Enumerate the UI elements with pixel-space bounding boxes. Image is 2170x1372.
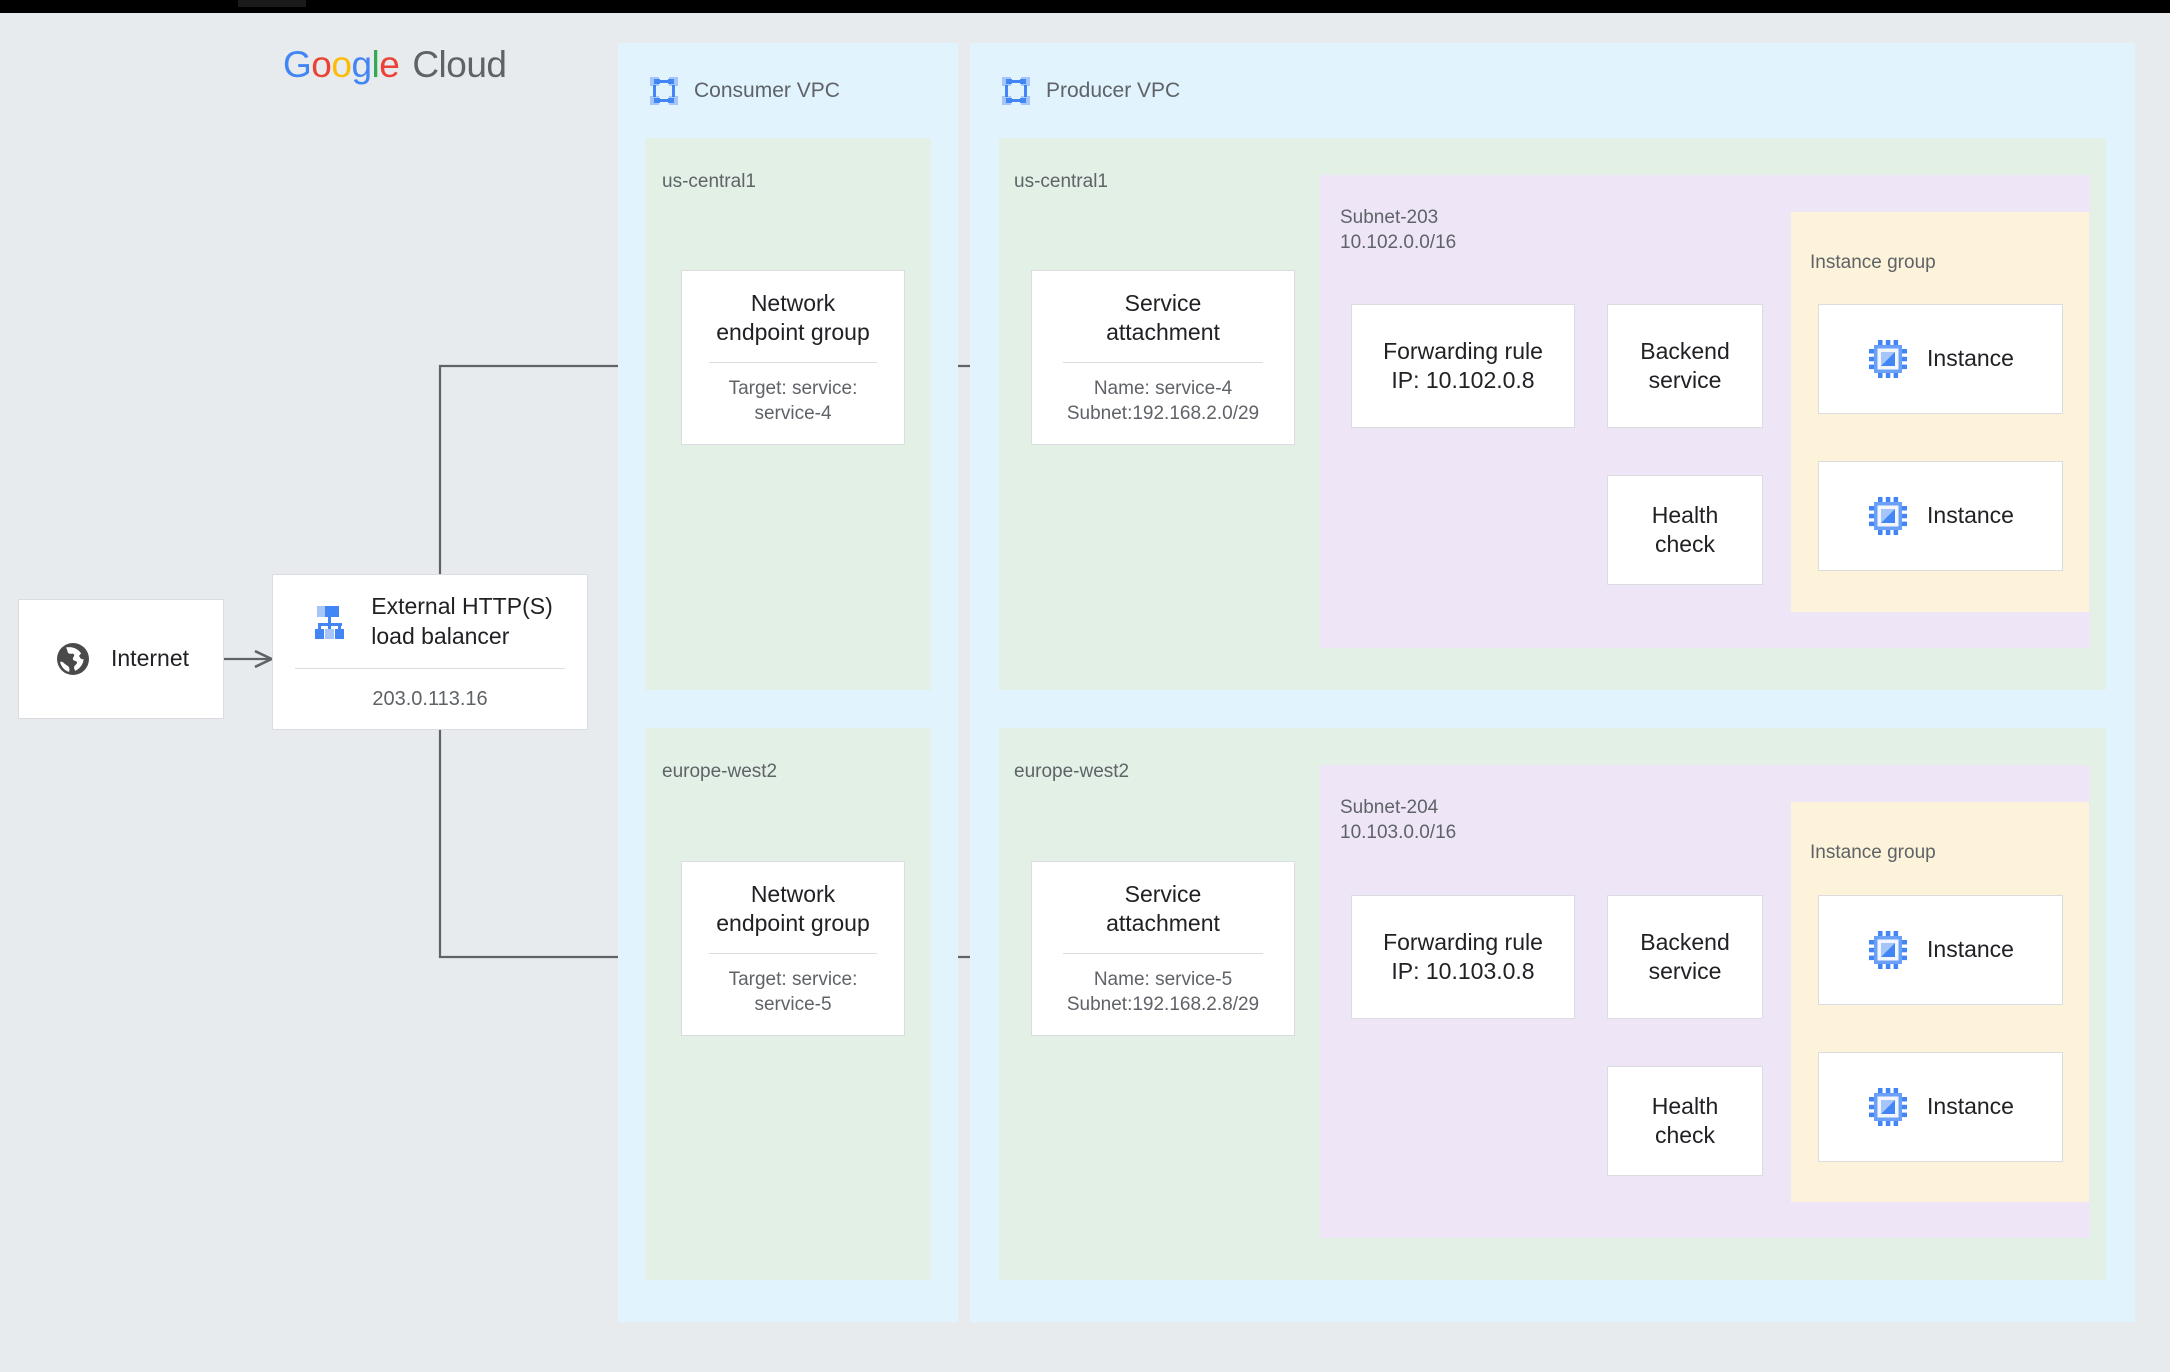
instance-chip-icon: [1867, 929, 1909, 971]
consumer-region-2-label: europe-west2: [662, 761, 778, 782]
sa-1-subtitle: Name: service-4 Subnet:192.168.2.0/29: [1066, 377, 1260, 424]
producer-region-1-label: us-central1: [1014, 171, 1108, 192]
lb-card-top: External HTTP(S) load balancer: [273, 575, 587, 668]
consumer-region-1-label: us-central1: [662, 171, 756, 192]
instance-card-2[interactable]: Instance: [1818, 461, 2063, 571]
instance-2-label: Instance: [1927, 502, 2014, 529]
consumer-vpc-header: Consumer VPC: [648, 75, 840, 107]
sa-1-title-line1: Service: [1124, 289, 1202, 316]
load-balancer-card[interactable]: External HTTP(S) load balancer 203.0.113…: [272, 574, 588, 730]
logo-letter-o2: o: [331, 44, 352, 85]
bs-1-title-line2: service: [1648, 367, 1722, 393]
hc-2-title-line1: Health: [1651, 1092, 1719, 1119]
instance-3-label: Instance: [1927, 936, 2014, 963]
instance-1-label: Instance: [1927, 345, 2014, 372]
producer-vpc-title: Producer VPC: [1046, 79, 1181, 102]
load-balancer-title: External HTTP(S) load balancer: [371, 592, 552, 651]
neg-2-subtitle: Target: service: service-5: [728, 968, 858, 1015]
service-attachment-card-2[interactable]: Service attachment Name: service-5 Subne…: [1031, 861, 1295, 1036]
bs-2-title-line1: Backend: [1640, 928, 1730, 955]
health-check-card-2[interactable]: Health check: [1607, 1066, 1763, 1176]
internet-label: Internet: [111, 645, 189, 672]
backend-service-card-1[interactable]: Backend service: [1607, 304, 1763, 428]
neg-1-divider: [708, 361, 878, 363]
bs-2-title: Backend service: [1640, 928, 1730, 987]
sa-2-divider: [1063, 952, 1263, 954]
sa-1-title-line2: attachment: [1106, 319, 1220, 346]
lb-title-line1: External HTTP(S): [371, 593, 553, 620]
network-endpoint-group-card-1[interactable]: Network endpoint group Target: service: …: [681, 270, 905, 445]
health-check-card-1[interactable]: Health check: [1607, 475, 1763, 585]
producer-region-2-label: europe-west2: [1014, 761, 1130, 782]
google-cloud-logo: Google Cloud: [283, 44, 507, 86]
lb-divider: [295, 668, 565, 669]
sa-2-title-line2: attachment: [1106, 910, 1220, 937]
instance-chip-icon: [1867, 495, 1909, 537]
hc-1-title-line1: Health: [1651, 501, 1719, 528]
neg-1-title: Network endpoint group: [716, 289, 869, 348]
neg-2-title-line1: Network: [750, 880, 836, 907]
lb-title-line2: load balancer: [371, 622, 510, 649]
hc-1-title-line2: check: [1654, 531, 1716, 557]
top-black-bar: [0, 0, 2170, 13]
fr-2-title: Forwarding rule IP: 10.103.0.8: [1383, 928, 1543, 987]
neg-2-title-line2: endpoint group: [716, 910, 870, 937]
sa-2-title: Service attachment: [1106, 880, 1220, 939]
fr-2-title-line2: IP: 10.103.0.8: [1391, 958, 1535, 984]
neg-1-subtitle: Target: service: service-4: [728, 377, 858, 424]
service-attachment-card-1[interactable]: Service attachment Name: service-4 Subne…: [1031, 270, 1295, 445]
forwarding-rule-card-1[interactable]: Forwarding rule IP: 10.102.0.8: [1351, 304, 1575, 428]
neg-1-title-line2: endpoint group: [716, 319, 870, 346]
instance-card-3[interactable]: Instance: [1818, 895, 2063, 1005]
bs-1-title: Backend service: [1640, 337, 1730, 396]
top-bar-segment: [238, 0, 306, 7]
network-endpoint-group-card-2[interactable]: Network endpoint group Target: service: …: [681, 861, 905, 1036]
bs-2-title-line2: service: [1648, 958, 1722, 984]
instance-chip-icon: [1867, 1086, 1909, 1128]
vpc-icon: [1000, 75, 1032, 107]
load-balancer-icon: [307, 599, 353, 645]
neg-2-divider: [708, 952, 878, 954]
hc-1-title: Health check: [1652, 501, 1718, 560]
backend-service-card-2[interactable]: Backend service: [1607, 895, 1763, 1019]
instance-card-1[interactable]: Instance: [1818, 304, 2063, 414]
logo-letter-l: l: [371, 44, 380, 85]
instance-4-label: Instance: [1927, 1093, 2014, 1120]
producer-vpc-header: Producer VPC: [1000, 75, 1180, 107]
fr-2-title-line1: Forwarding rule: [1383, 928, 1543, 955]
fr-1-title-line2: IP: 10.102.0.8: [1391, 367, 1535, 393]
logo-word-cloud: Cloud: [412, 44, 507, 85]
consumer-vpc-title: Consumer VPC: [694, 79, 840, 102]
fr-1-title: Forwarding rule IP: 10.102.0.8: [1383, 337, 1543, 396]
logo-letter-g1: G: [283, 44, 312, 85]
forwarding-rule-card-2[interactable]: Forwarding rule IP: 10.103.0.8: [1351, 895, 1575, 1019]
neg-2-title: Network endpoint group: [716, 880, 869, 939]
instance-chip-icon: [1867, 338, 1909, 380]
vpc-icon: [648, 75, 680, 107]
sa-2-title-line1: Service: [1124, 880, 1202, 907]
lb-card-bottom: 203.0.113.16: [273, 669, 587, 729]
instance-group-2-label: Instance group: [1810, 842, 1936, 863]
logo-letter-e: e: [379, 44, 400, 85]
sa-2-subtitle: Name: service-5 Subnet:192.168.2.8/29: [1066, 968, 1260, 1015]
instance-card-4[interactable]: Instance: [1818, 1052, 2063, 1162]
bs-1-title-line1: Backend: [1640, 337, 1730, 364]
globe-icon: [53, 639, 93, 679]
sa-1-divider: [1063, 361, 1263, 363]
logo-letter-o1: o: [311, 44, 332, 85]
internet-card[interactable]: Internet: [18, 599, 224, 719]
sa-1-title: Service attachment: [1106, 289, 1220, 348]
instance-group-1-label: Instance group: [1810, 252, 1936, 273]
subnet-203-label: Subnet-203 10.102.0.0/16: [1340, 207, 1457, 254]
fr-1-title-line1: Forwarding rule: [1383, 337, 1543, 364]
subnet-204-label: Subnet-204 10.103.0.0/16: [1340, 797, 1457, 844]
neg-1-title-line1: Network: [750, 289, 836, 316]
load-balancer-ip: 203.0.113.16: [372, 687, 488, 710]
hc-2-title: Health check: [1652, 1092, 1718, 1151]
hc-2-title-line2: check: [1654, 1122, 1716, 1148]
logo-letter-g2: g: [351, 44, 372, 85]
